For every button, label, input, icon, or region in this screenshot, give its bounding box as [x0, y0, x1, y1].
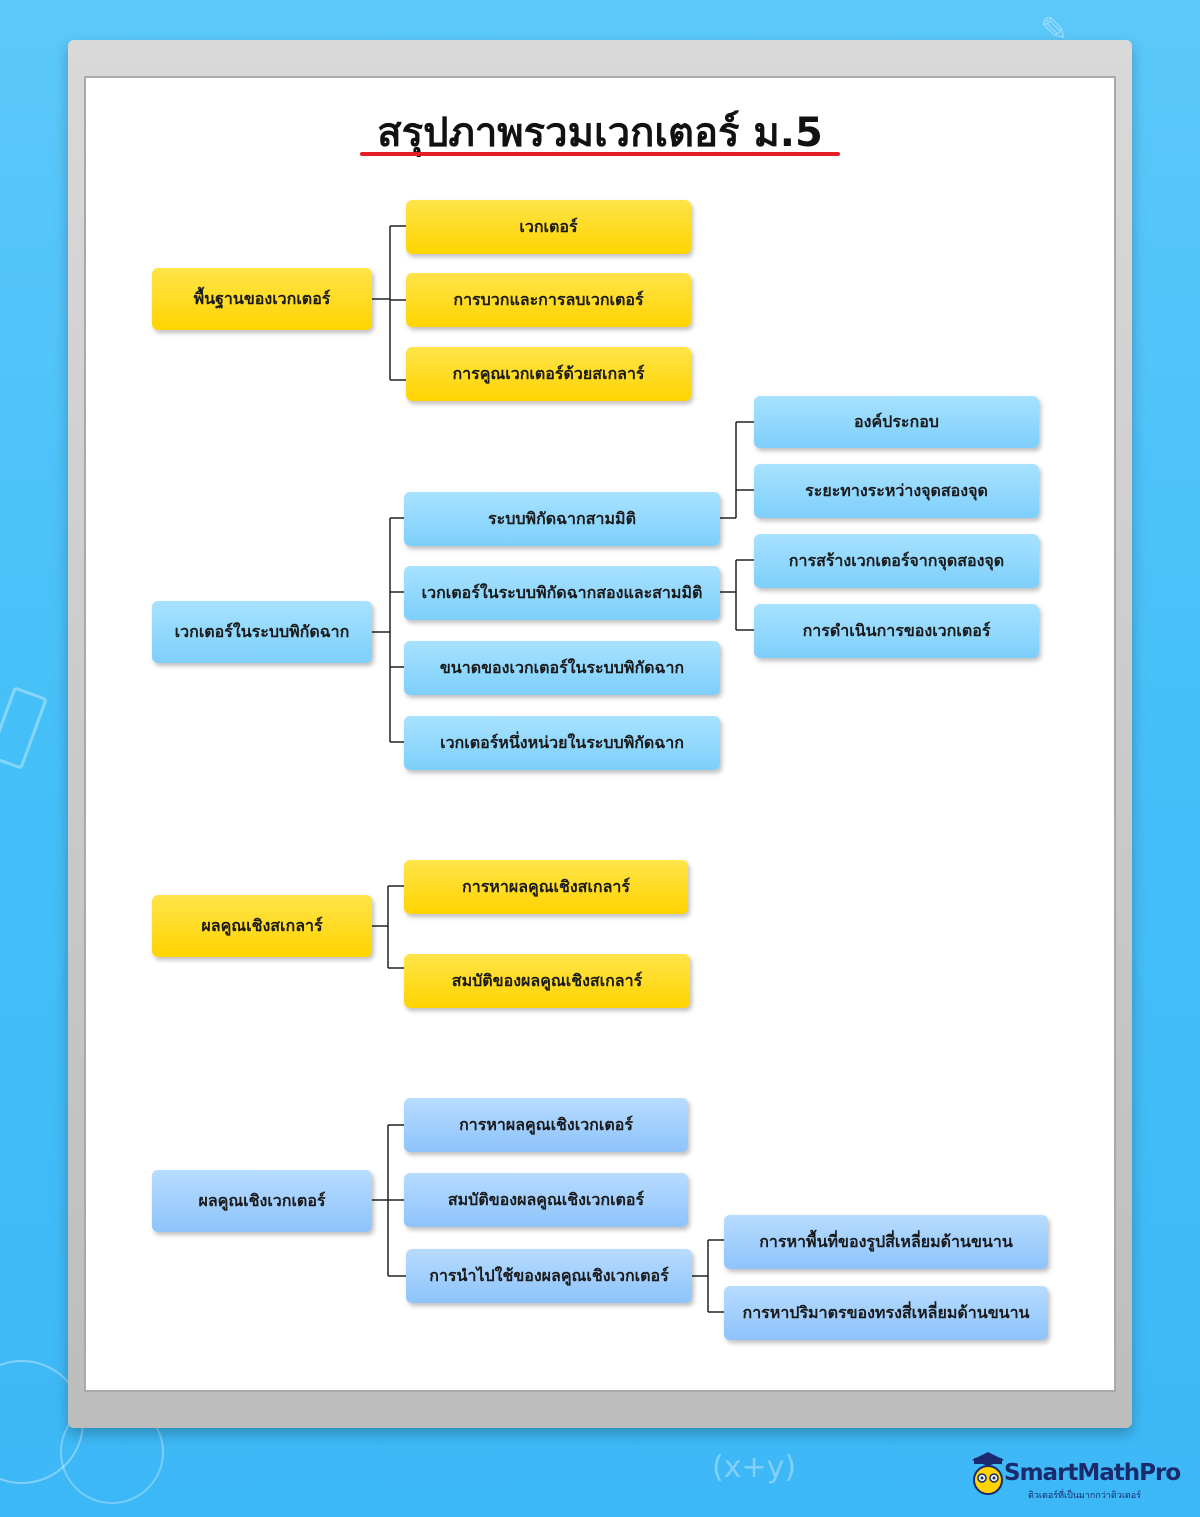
node-cartesian-vectors: เวกเตอร์ในระบบพิกัดฉาก [152, 601, 372, 663]
node-vector-from-points: การสร้างเวกเตอร์จากจุดสองจุด [754, 534, 1039, 588]
node-vector-operations: การดำเนินการของเวกเตอร์ [754, 604, 1039, 658]
node-vector: เวกเตอร์ [406, 200, 691, 254]
brand-logo: SmartMathPro [1004, 1460, 1181, 1486]
node-cross-product-applications: การนำไปใช้ของผลคูณเชิงเวกเตอร์ [406, 1249, 692, 1303]
connector [692, 1239, 724, 1313]
graduate-owl-icon [972, 1452, 1004, 1495]
node-components: องค์ประกอบ [754, 396, 1039, 448]
title-underline [360, 152, 840, 156]
connector [372, 517, 404, 743]
brand-tagline: ติวเตอร์ที่เป็นมากกว่าติวเตอร์ [1028, 1491, 1141, 1501]
node-parallelepiped-volume: การหาปริมาตรของทรงสี่เหลี่ยมด้านขนาน [724, 1286, 1048, 1340]
node-dot-product: ผลคูณเชิงสเกลาร์ [152, 895, 372, 957]
node-vector-magnitude: ขนาดของเวกเตอร์ในระบบพิกัดฉาก [404, 641, 720, 695]
connector [372, 225, 406, 381]
connector [720, 559, 754, 631]
node-vector-add-sub: การบวกและการลบเวกเตอร์ [406, 273, 691, 327]
node-cross-product-properties: สมบัติของผลคูณเชิงเวกเตอร์ [404, 1173, 688, 1227]
node-2d-3d-vectors: เวกเตอร์ในระบบพิกัดฉากสองและสามมิติ [404, 566, 720, 620]
page-title: สรุปภาพรวมเวกเตอร์ ม.5 [377, 110, 823, 156]
node-scalar-mult: การคูณเวกเตอร์ด้วยสเกลาร์ [406, 347, 691, 401]
connector [372, 885, 404, 969]
node-3d-coordinates: ระบบพิกัดฉากสามมิติ [404, 492, 720, 546]
node-distance: ระยะทางระหว่างจุดสองจุด [754, 464, 1039, 518]
node-vector-basics: พื้นฐานของเวกเตอร์ [152, 268, 372, 330]
node-cross-product: ผลคูณเชิงเวกเตอร์ [152, 1170, 372, 1232]
connector [372, 1124, 406, 1277]
node-unit-vector: เวกเตอร์หนึ่งหน่วยในระบบพิกัดฉาก [404, 716, 720, 770]
node-find-dot-product: การหาผลคูณเชิงสเกลาร์ [404, 860, 688, 914]
node-dot-product-properties: สมบัติของผลคูณเชิงสเกลาร์ [404, 954, 690, 1008]
background-formula: (x+y) [712, 1450, 797, 1485]
node-parallelogram-area: การหาพื้นที่ของรูปสี่เหลี่ยมด้านขนาน [724, 1215, 1048, 1269]
connector [720, 421, 754, 519]
node-find-cross-product: การหาผลคูณเชิงเวกเตอร์ [404, 1098, 688, 1152]
